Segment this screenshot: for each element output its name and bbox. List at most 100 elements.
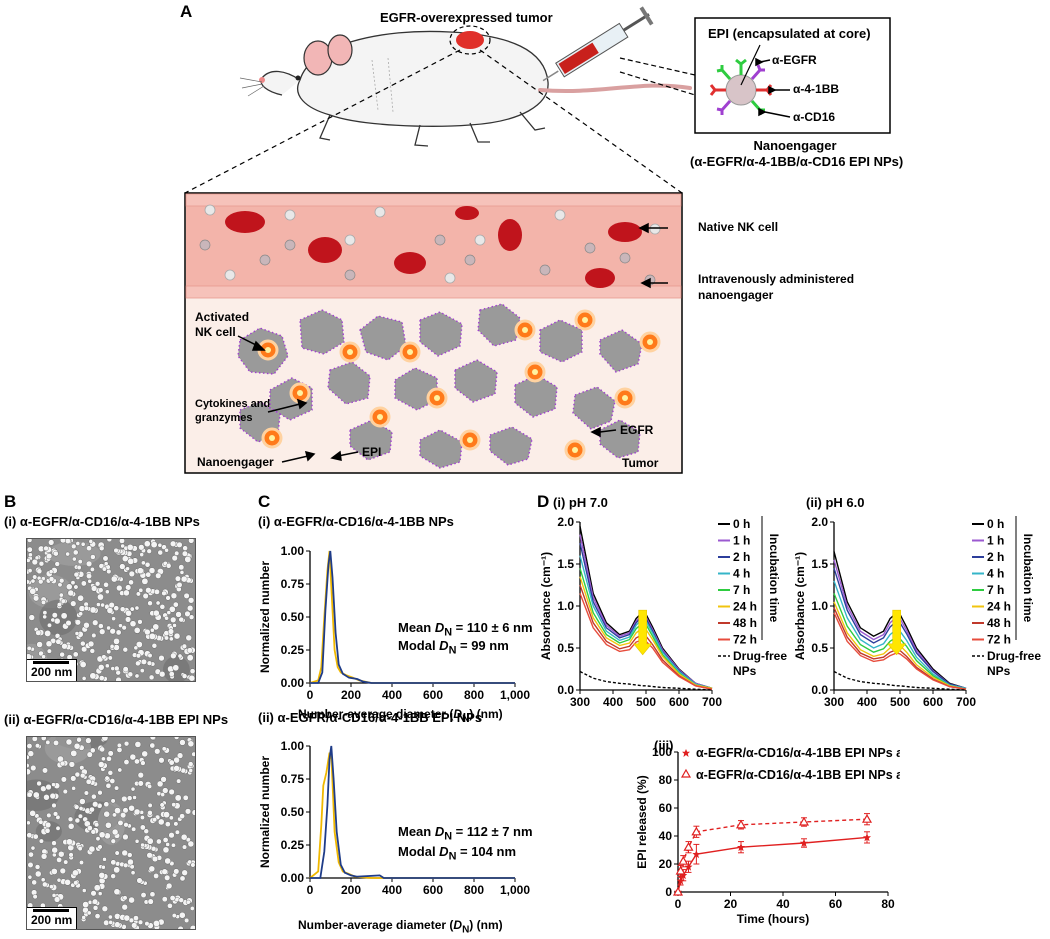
tem-particle (164, 547, 169, 553)
x-tick-label: 1,000 (500, 883, 530, 897)
tem-particle (80, 580, 87, 587)
tem-particle (183, 592, 190, 599)
tem-particle (116, 742, 122, 748)
tem-particle (86, 545, 92, 552)
tem-particle (40, 877, 46, 883)
x-tick-label: 80 (881, 897, 895, 911)
tem-particle (73, 584, 79, 590)
tem-particle (119, 606, 126, 612)
tem-particle (188, 768, 193, 773)
x-tick-label: 800 (464, 688, 484, 702)
tem-particle (27, 743, 33, 749)
tem-particle (89, 806, 95, 813)
tem-particle (162, 837, 169, 843)
tem-particle (55, 638, 62, 645)
tem-particle (126, 544, 134, 551)
tem-particle (157, 818, 165, 826)
tem-particle (157, 542, 163, 548)
tem-particle (71, 543, 77, 550)
tem-particle (137, 567, 144, 575)
x-tick-label: 200 (341, 688, 361, 702)
tem-particle (128, 579, 134, 586)
x-tick-label: 40 (776, 897, 790, 911)
scale-bar-ii: 200 nm (27, 907, 78, 929)
tumor-label: EGFR-overexpressed tumor (380, 10, 553, 25)
tem-particle (90, 585, 98, 592)
tem-particle (86, 910, 92, 916)
tem-particle (107, 770, 114, 776)
tem-particle (89, 648, 96, 654)
x-tick-label: 600 (923, 695, 943, 709)
tem-particle (70, 600, 77, 607)
tem-particle (92, 801, 99, 808)
tem-particle (31, 558, 38, 566)
decrease-arrow-icon (887, 609, 907, 656)
tem-particle (191, 809, 195, 816)
y-axis-label: Normalized number (258, 756, 272, 868)
tem-particle (151, 643, 158, 649)
tem-particle (115, 676, 122, 681)
tem-particle (113, 644, 120, 651)
tem-particle (52, 811, 59, 817)
tem-particle (105, 821, 112, 829)
tem-particle (112, 812, 117, 818)
panel-d-title-ii: (ii) pH 6.0 (806, 495, 865, 510)
y-tick-label: 0.5 (557, 641, 574, 655)
tem-particle (129, 606, 135, 612)
tem-particle (175, 611, 182, 618)
tem-particle (67, 823, 75, 830)
tem-particle (62, 789, 68, 795)
tem-particle (55, 825, 61, 831)
tem-particle (54, 561, 60, 567)
tem-particle (136, 877, 143, 884)
tem-particle (35, 743, 40, 749)
tem-particle (79, 860, 84, 865)
x-tick-label: 600 (423, 688, 443, 702)
anti-4-1bb-label: α-4-1BB (793, 82, 840, 96)
panel-c-letter: C (258, 492, 271, 511)
tem-particle (138, 544, 145, 551)
tem-particle (83, 790, 89, 796)
tem-particle (168, 671, 175, 677)
tem-particle (184, 917, 190, 923)
mean-dn-i: Mean DN = 110 ± 6 nm (398, 620, 533, 639)
tem-image-ii: 200 nm (26, 736, 196, 930)
y-tick-label: 1.0 (811, 599, 828, 613)
tem-particle (101, 865, 106, 870)
activated-nk-label-line2: NK cell (195, 325, 236, 339)
panel-a-illustration (184, 6, 891, 474)
tem-particle (40, 785, 47, 792)
tem-particle (140, 842, 145, 848)
tem-particle (105, 782, 112, 789)
tem-particle (88, 539, 94, 544)
tem-particle (148, 567, 156, 574)
nanoengager-formula-caption: (α-EGFR/α-4-1BB/α-CD16 EPI NPs) (690, 154, 904, 169)
tem-particle (41, 599, 46, 605)
tem-particle (42, 881, 48, 888)
x-tick-label: 600 (423, 883, 443, 897)
tem-particle (98, 623, 104, 629)
panel-c-title-i: (i) α-EGFR/α-CD16/α-4-1BB NPs (258, 514, 454, 529)
tem-particle (145, 571, 152, 578)
tem-particle (44, 827, 51, 834)
tem-particle (45, 640, 53, 648)
legend-label: 24 h (987, 600, 1011, 614)
tem-particle (163, 811, 170, 819)
legend-label: 1 h (987, 534, 1004, 548)
tem-particle (165, 563, 172, 569)
tem-particle (32, 833, 39, 840)
tem-particle (36, 641, 43, 648)
tem-particle (153, 920, 160, 927)
data-point-triangle (672, 886, 684, 896)
tem-particle (100, 602, 105, 608)
y-tick-label: 60 (659, 801, 673, 815)
tem-particle (90, 890, 97, 897)
absorbance-line (833, 670, 967, 691)
tem-particle (73, 571, 80, 578)
tem-particle (137, 919, 144, 925)
tem-particle (187, 859, 192, 865)
tem-particle (168, 759, 175, 766)
tem-particle (109, 778, 116, 784)
tem-particle (157, 549, 163, 556)
